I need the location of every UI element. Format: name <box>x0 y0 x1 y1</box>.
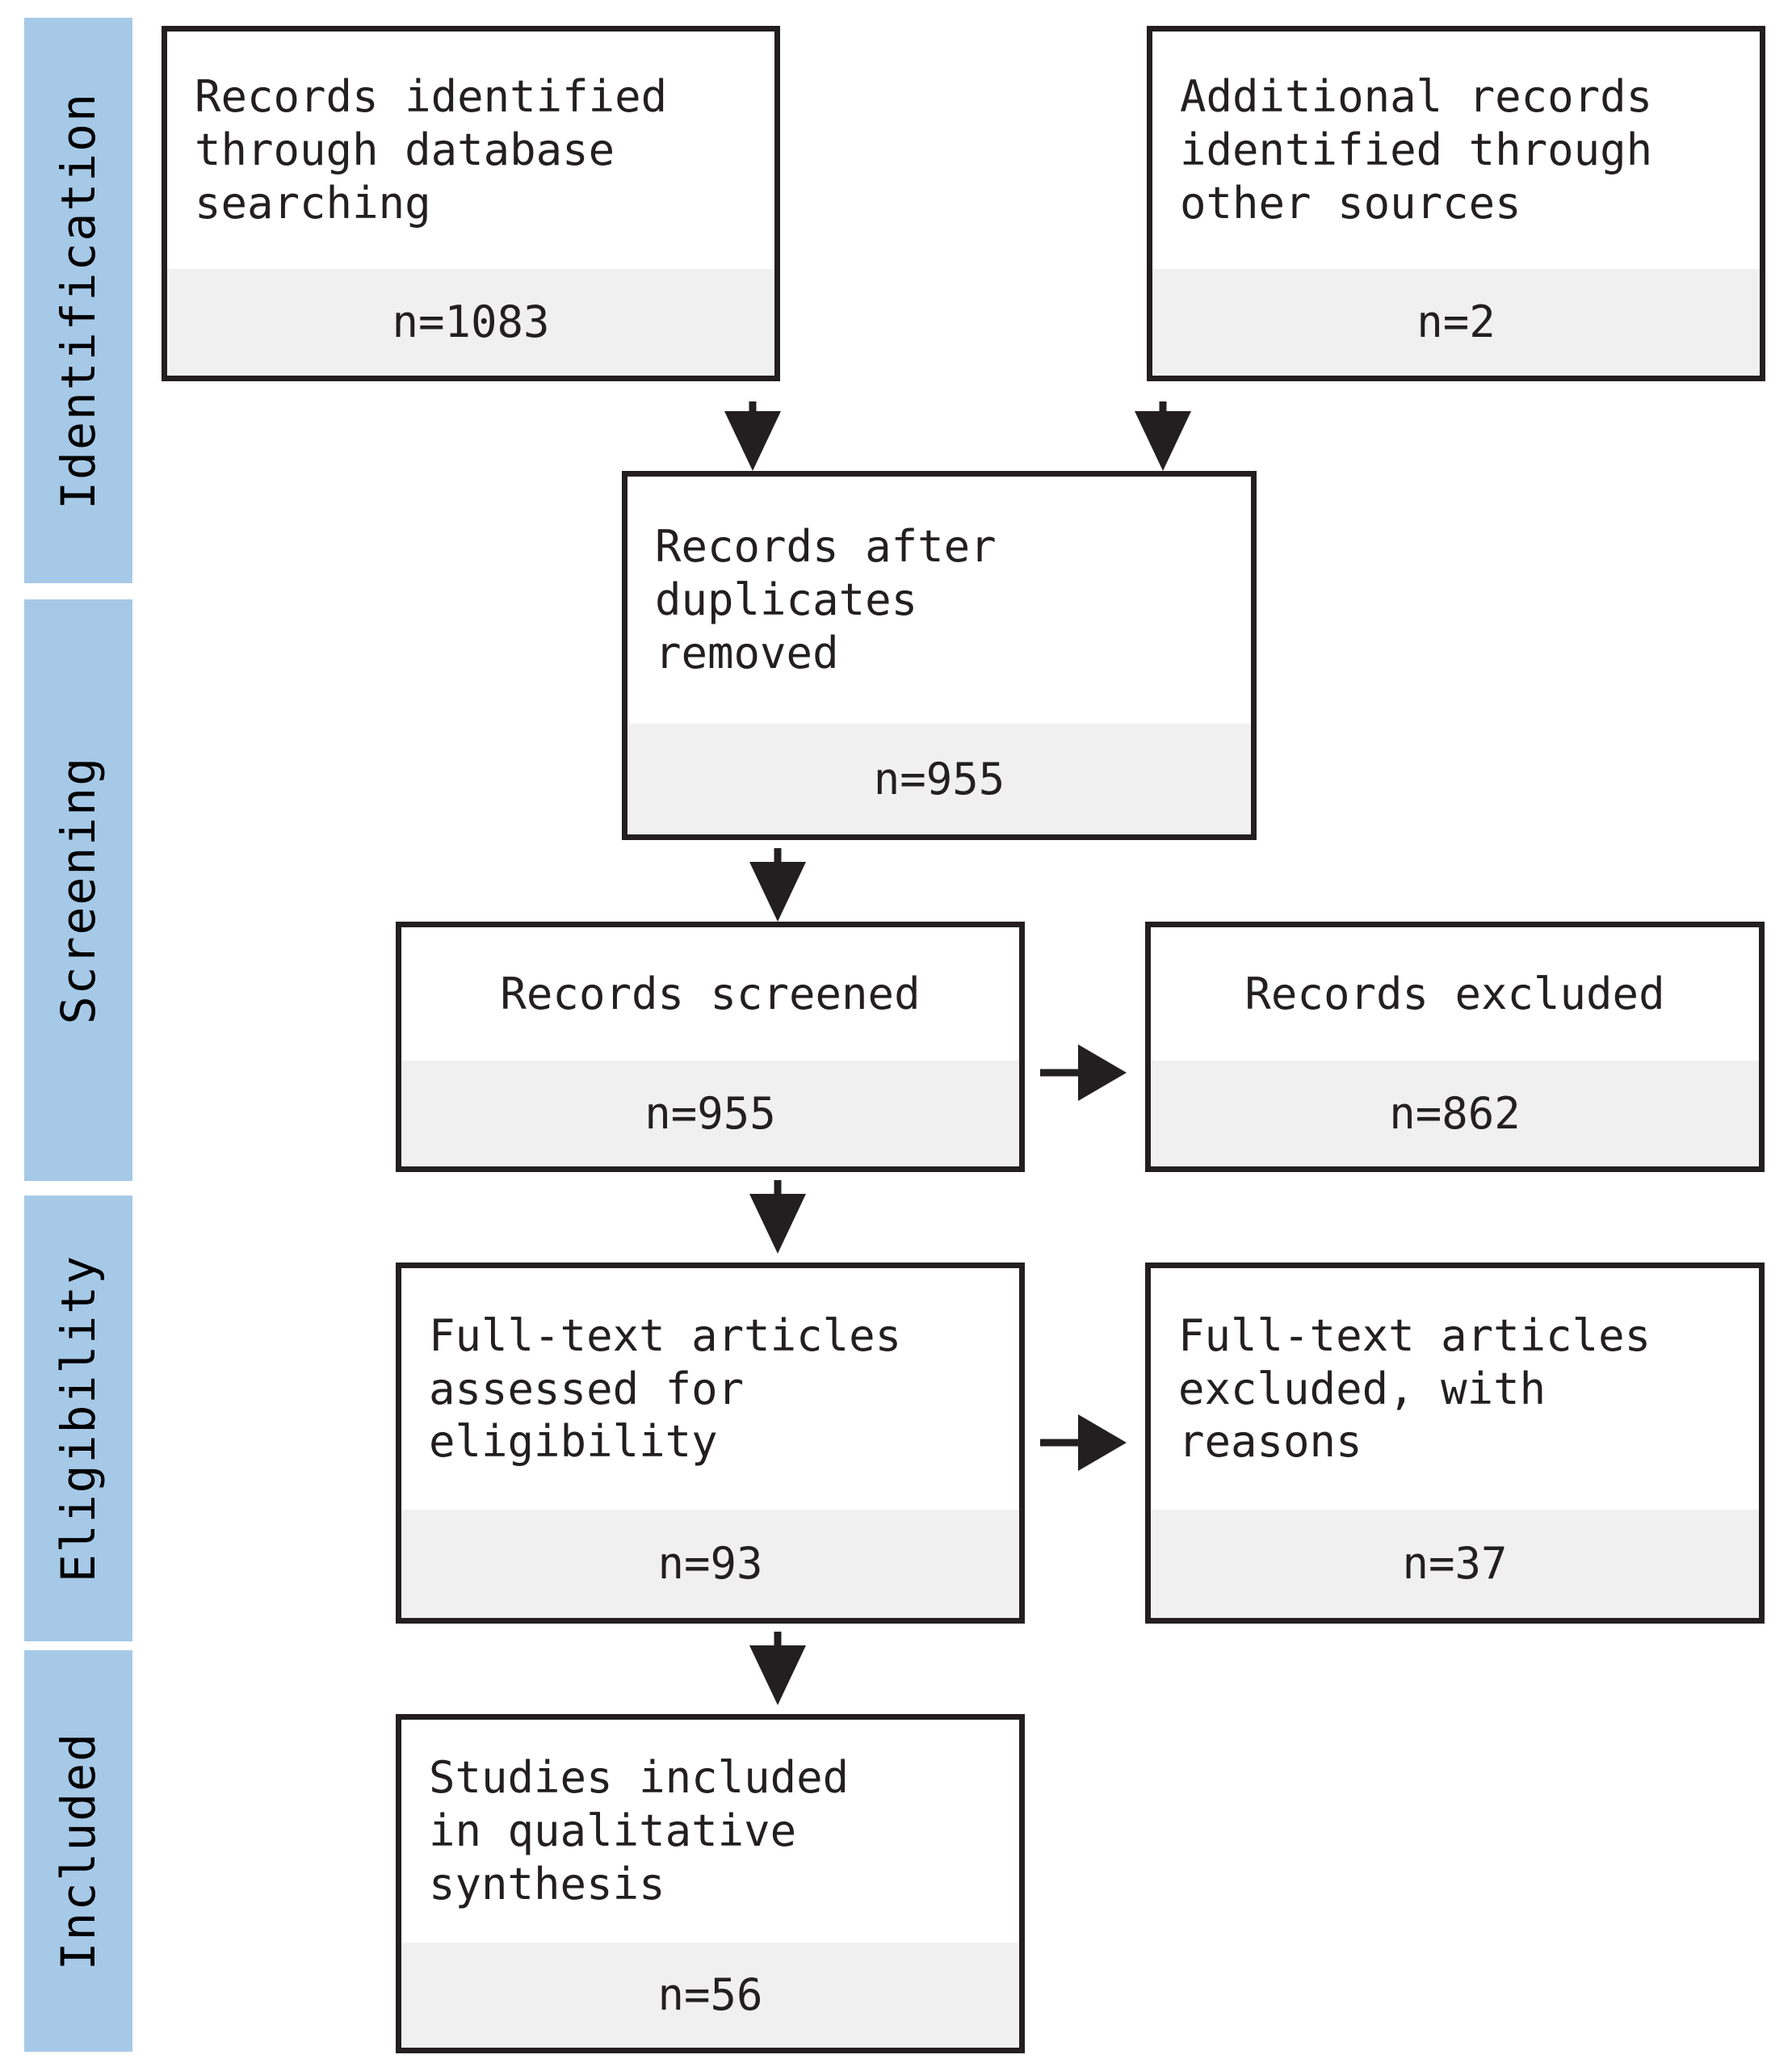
stage-bar-screening: Screening <box>24 599 132 1181</box>
box-fulltext-excluded: Full-text articles excluded, with reason… <box>1145 1263 1765 1624</box>
box-studies-included-title: Studies included in qualitative synthesi… <box>401 1720 1019 1943</box>
box-records-screened-title: Records screened <box>401 927 1019 1061</box>
box-after-duplicates-count: n=955 <box>627 724 1251 834</box>
box-studies-included-count: n=56 <box>401 1943 1019 2048</box>
arrow-head <box>1078 1414 1127 1471</box>
stage-label-screening: Screening <box>51 755 106 1025</box>
stage-label-eligibility: Eligibility <box>51 1254 106 1583</box>
arrow-duplicates-to-screened <box>749 848 806 922</box>
box-records-excluded: Records excluded n=862 <box>1145 922 1765 1172</box>
arrow-stem <box>774 1180 782 1204</box>
box-records-identified-count: n=1083 <box>167 269 774 376</box>
arrow-stem <box>1040 1069 1085 1077</box>
box-after-duplicates: Records after duplicates removed n=955 <box>622 471 1257 840</box>
arrow-fulltext-to-included <box>749 1632 806 1705</box>
box-studies-included: Studies included in qualitative synthesi… <box>396 1714 1025 2053</box>
arrow-head <box>724 411 781 471</box>
arrow-additional-to-duplicates <box>1135 401 1191 471</box>
stage-bar-included: Included <box>24 1650 132 2052</box>
box-after-duplicates-title: Records after duplicates removed <box>627 477 1251 724</box>
arrow-head <box>1135 411 1191 471</box>
box-records-screened-count: n=955 <box>401 1061 1019 1166</box>
box-records-excluded-title: Records excluded <box>1151 927 1759 1061</box>
stage-bar-identification: Identification <box>24 18 132 583</box>
arrow-head <box>749 862 806 922</box>
arrow-screened-to-fulltext <box>749 1180 806 1254</box>
stage-label-identification: Identification <box>51 91 106 510</box>
box-additional-records-title: Additional records identified through ot… <box>1152 32 1760 269</box>
box-fulltext-assessed-title: Full-text articles assessed for eligibil… <box>401 1268 1019 1510</box>
arrow-identified-to-duplicates <box>724 401 781 471</box>
box-records-screened: Records screened n=955 <box>396 922 1025 1172</box>
box-records-excluded-count: n=862 <box>1151 1061 1759 1166</box>
arrow-stem <box>774 1632 782 1656</box>
stage-label-included: Included <box>51 1731 106 1971</box>
box-additional-records: Additional records identified through ot… <box>1147 26 1765 381</box>
box-fulltext-assessed: Full-text articles assessed for eligibil… <box>396 1263 1025 1624</box>
arrow-stem <box>1040 1439 1085 1447</box>
box-additional-records-count: n=2 <box>1152 269 1760 376</box>
stage-bar-eligibility: Eligibility <box>24 1195 132 1641</box>
box-fulltext-assessed-count: n=93 <box>401 1510 1019 1618</box>
arrow-head <box>1078 1044 1127 1101</box>
arrow-screened-to-excluded <box>1040 1044 1127 1101</box>
box-fulltext-excluded-count: n=37 <box>1151 1510 1759 1618</box>
arrow-fulltext-to-excluded <box>1040 1414 1127 1471</box>
arrow-stem <box>774 848 782 872</box>
box-records-identified-title: Records identified through database sear… <box>167 32 774 269</box>
arrow-head <box>749 1645 806 1705</box>
box-records-identified: Records identified through database sear… <box>162 26 780 381</box>
arrow-head <box>749 1194 806 1254</box>
box-fulltext-excluded-title: Full-text articles excluded, with reason… <box>1151 1268 1759 1510</box>
